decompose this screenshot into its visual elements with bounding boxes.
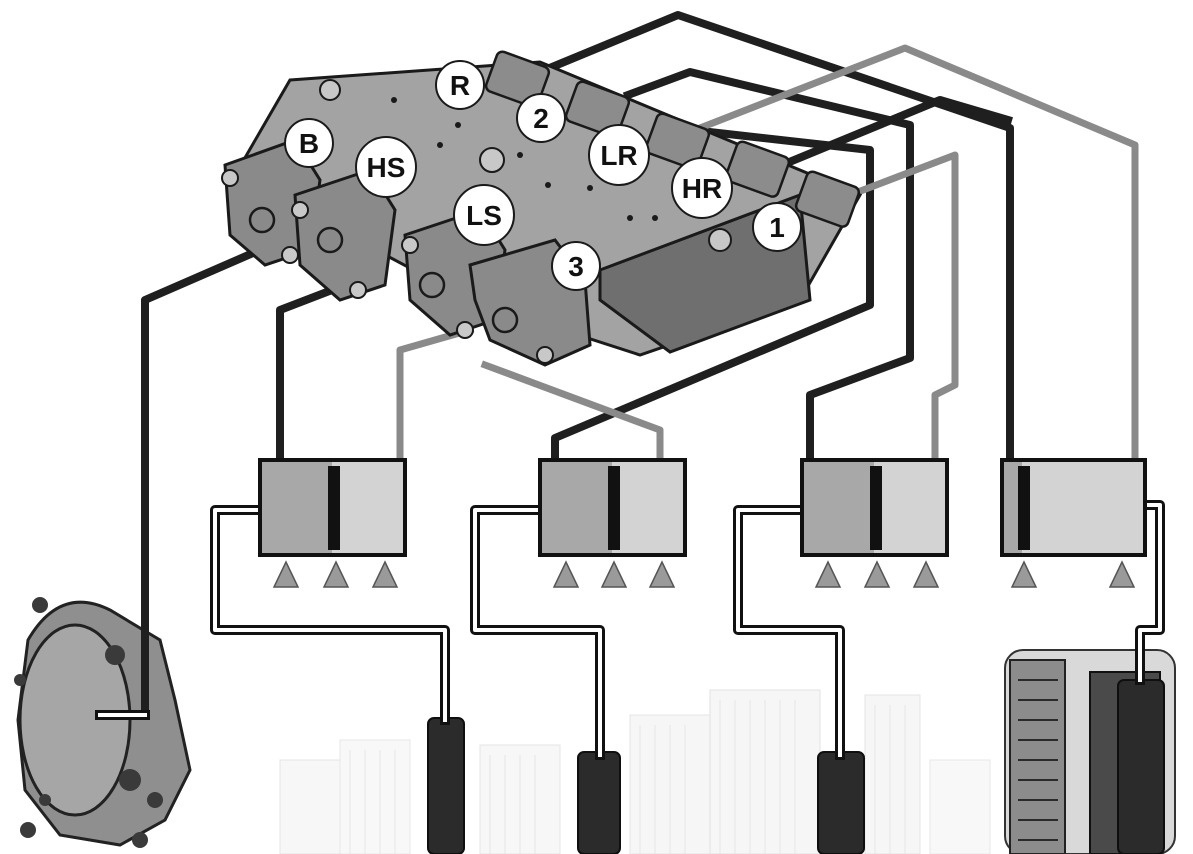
triangle-markers xyxy=(1012,562,1134,587)
triangle-markers xyxy=(274,562,397,587)
label-R: R xyxy=(436,61,484,109)
cylinder-3 xyxy=(802,460,947,587)
svg-text:R: R xyxy=(450,70,470,101)
label-3: 3 xyxy=(552,242,600,290)
label-LR: LR xyxy=(589,125,649,185)
label-B: B xyxy=(285,119,333,167)
gear-train-background xyxy=(280,690,990,854)
svg-text:HR: HR xyxy=(682,173,722,204)
triangle-markers xyxy=(816,562,938,587)
label-1: 1 xyxy=(753,203,801,251)
cylinder-4 xyxy=(1002,460,1145,587)
label-HR: HR xyxy=(672,158,732,218)
svg-text:B: B xyxy=(299,128,319,159)
svg-text:3: 3 xyxy=(568,251,584,282)
shift-fork-4 xyxy=(1118,680,1164,854)
label-2: 2 xyxy=(517,94,565,142)
shift-fork-2 xyxy=(578,752,620,854)
svg-text:1: 1 xyxy=(769,212,785,243)
brake-housing xyxy=(14,597,190,848)
label-HS: HS xyxy=(356,137,416,197)
svg-text:LS: LS xyxy=(466,200,502,231)
cylinders xyxy=(260,460,1145,587)
svg-text:2: 2 xyxy=(533,103,549,134)
label-LS: LS xyxy=(454,185,514,245)
svg-text:HS: HS xyxy=(367,152,406,183)
svg-text:LR: LR xyxy=(600,140,637,171)
shift-fork-1 xyxy=(428,718,464,854)
shift-fork-3 xyxy=(818,752,864,854)
cylinder-2 xyxy=(540,460,685,587)
triangle-markers xyxy=(554,562,674,587)
cylinder-1 xyxy=(260,460,405,587)
